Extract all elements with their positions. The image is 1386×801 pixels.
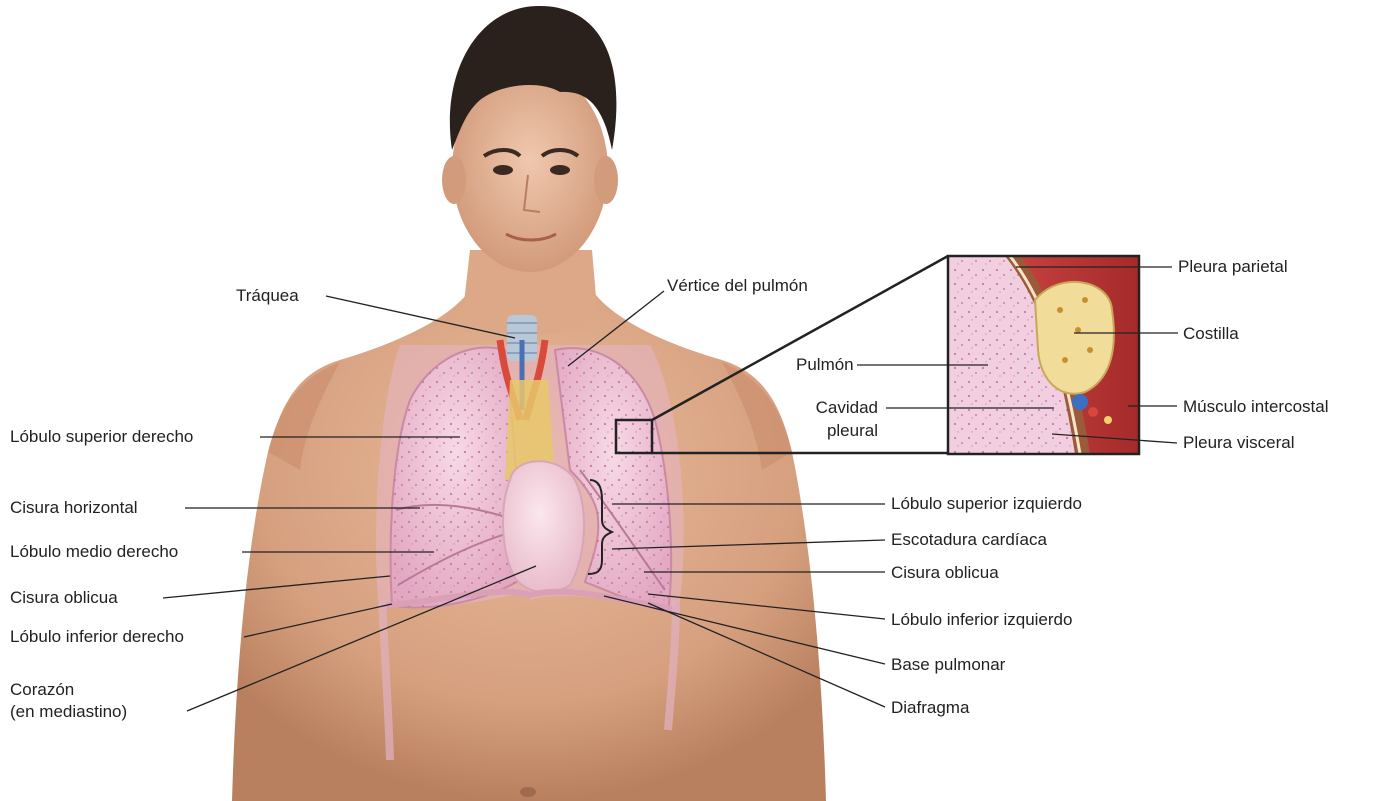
label-cisura-oblicua-izquierda: Cisura oblicua xyxy=(891,563,999,583)
label-diafragma: Diafragma xyxy=(891,698,969,718)
label-lobulo-medio-derecho: Lóbulo medio derecho xyxy=(10,542,178,562)
label-base-pulmonar: Base pulmonar xyxy=(891,655,1005,675)
label-cavidad-pleural: Cavidad pleural xyxy=(776,398,878,441)
label-pulmon: Pulmón xyxy=(796,355,854,375)
label-lobulo-superior-derecho: Lóbulo superior derecho xyxy=(10,427,193,447)
label-pleura-parietal: Pleura parietal xyxy=(1178,257,1288,277)
label-lobulo-inferior-izquierdo: Lóbulo inferior izquierdo xyxy=(891,610,1072,630)
label-cisura-horizontal: Cisura horizontal xyxy=(10,498,138,518)
label-musculo-intercostal: Músculo intercostal xyxy=(1183,397,1329,417)
label-corazon-line1: Corazón xyxy=(10,680,190,700)
label-escotadura-cardiaca: Escotadura cardíaca xyxy=(891,530,1047,550)
label-pleura-visceral: Pleura visceral xyxy=(1183,433,1295,453)
label-cavidad-line2: pleural xyxy=(776,421,878,441)
label-traquea: Tráquea xyxy=(236,286,299,306)
label-costilla: Costilla xyxy=(1183,324,1239,344)
label-cisura-oblicua-derecha: Cisura oblicua xyxy=(10,588,118,608)
label-vertice-pulmon: Vértice del pulmón xyxy=(667,276,808,296)
label-lobulo-superior-izquierdo: Lóbulo superior izquierdo xyxy=(891,494,1082,514)
label-corazon: Corazón (en mediastino) xyxy=(10,680,190,722)
label-lobulo-inferior-derecho: Lóbulo inferior derecho xyxy=(10,627,184,647)
label-cavidad-line1: Cavidad xyxy=(776,398,878,418)
label-corazon-line2: (en mediastino) xyxy=(10,702,190,722)
